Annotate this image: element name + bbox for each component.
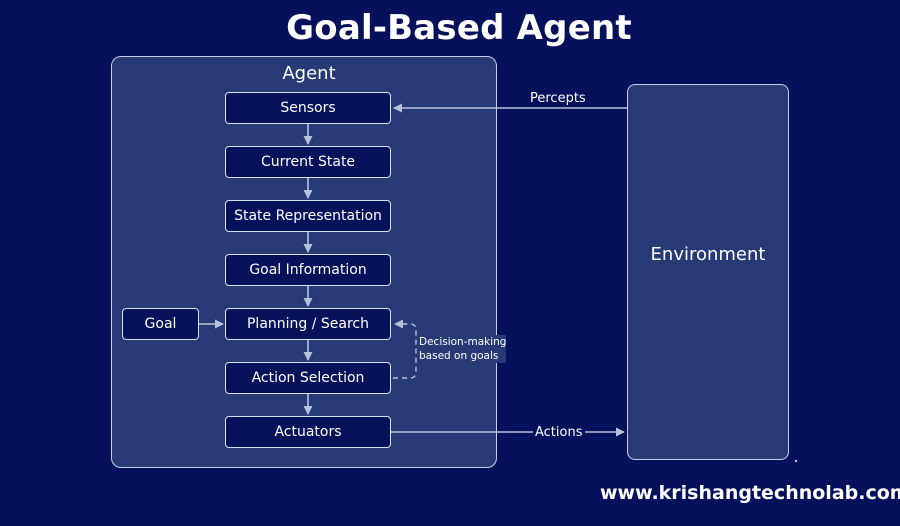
diagram-title: Goal-Based Agent (286, 8, 632, 48)
sensors-box: Sensors (225, 92, 391, 124)
actuators-box: Actuators (225, 416, 391, 448)
arrow-decision-feedback (393, 319, 417, 379)
goal-box: Goal (122, 308, 199, 340)
planning-search-box: Planning / Search (225, 308, 391, 340)
corner-dot (794, 459, 798, 463)
decision-note: Decision-making based on goals (419, 335, 507, 363)
environment-label: Environment (650, 244, 766, 265)
action-selection-box: Action Selection (225, 362, 391, 394)
current-state-box: Current State (225, 146, 391, 178)
decision-note-line-2: based on goals (419, 350, 499, 362)
actions-label: Actions (533, 425, 585, 440)
goal-information-box: Goal Information (225, 254, 391, 286)
environment-box (627, 84, 789, 460)
footer-website: www.krishangtechnolab.com (600, 482, 900, 504)
state-representation-box: State Representation (225, 200, 391, 232)
percepts-label: Percepts (528, 91, 588, 106)
decision-note-line-1: Decision-making (419, 336, 507, 348)
agent-label: Agent (282, 63, 336, 84)
